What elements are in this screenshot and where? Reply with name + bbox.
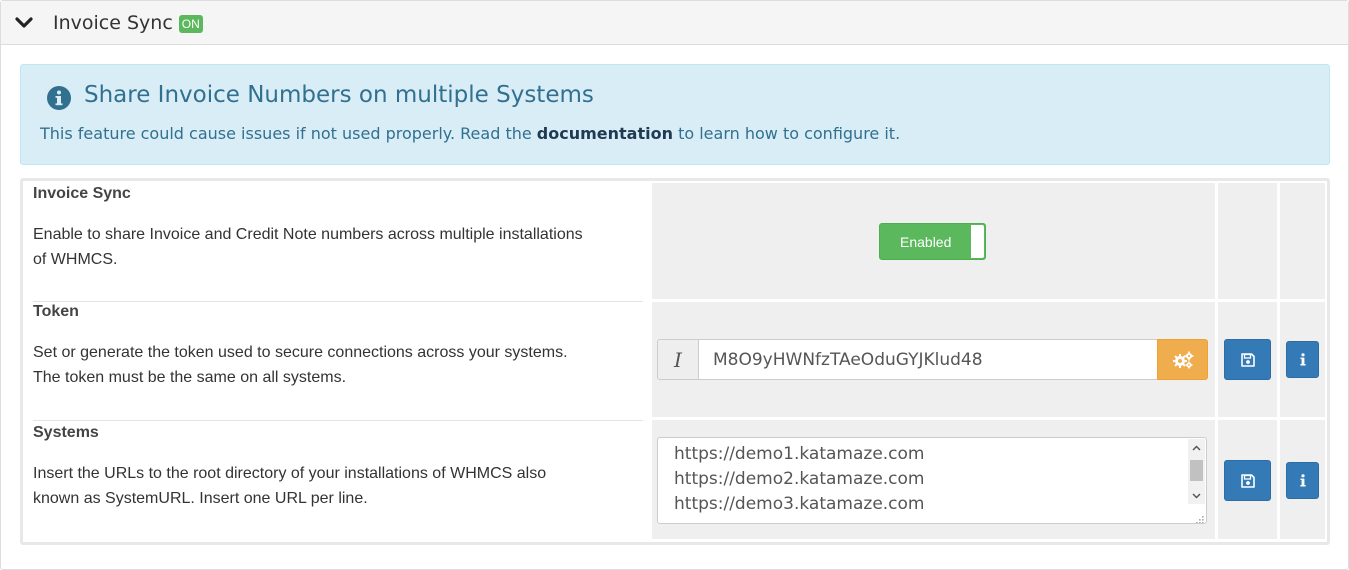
save-systems-button[interactable] [1224, 460, 1271, 501]
floppy-disk-icon [1240, 473, 1255, 488]
scroll-up-icon[interactable] [1188, 439, 1205, 456]
alert-text: This feature could cause issues if not u… [40, 124, 900, 143]
textarea-scrollbar[interactable] [1188, 439, 1205, 504]
systems-info-cell [1280, 420, 1325, 539]
alert-text-before: This feature could cause issues if not u… [40, 124, 537, 143]
info-icon [1299, 474, 1306, 487]
systems-info-button[interactable] [1286, 462, 1319, 499]
generate-token-button[interactable] [1157, 339, 1208, 380]
invoice-sync-info-cell [1280, 183, 1325, 299]
resize-grip-icon[interactable] [1194, 511, 1204, 523]
invoice-sync-control-cell: Enabled [652, 183, 1215, 299]
alert-text-after: to learn how to configure it. [672, 124, 901, 143]
invoice-sync-toggle[interactable]: Enabled [879, 223, 986, 260]
alert-title: Share Invoice Numbers on multiple System… [84, 82, 594, 108]
token-info-button[interactable] [1286, 341, 1319, 378]
toggle-label: Enabled [900, 234, 952, 250]
settings-table: Invoice Sync Enable to share Invoice and… [20, 178, 1330, 545]
token-control-cell: I [652, 302, 1215, 417]
token-text-line1: Set or generate the token used to secure… [33, 344, 568, 361]
panel-header[interactable]: Invoice Sync ON [1, 1, 1348, 45]
system-url-line: https://demo3.katamaze.com [674, 494, 925, 514]
documentation-link[interactable]: documentation [536, 124, 673, 143]
systems-text-line2: known as SystemURL. Insert one URL per l… [33, 490, 368, 507]
systems-save-cell [1218, 420, 1277, 539]
chevron-down-icon[interactable] [13, 12, 35, 34]
invoice-sync-save-cell [1218, 183, 1277, 299]
floppy-disk-icon [1240, 352, 1255, 367]
token-input[interactable] [698, 339, 1158, 380]
invoice-sync-text-line2: of WHMCS. [33, 251, 118, 268]
token-text-line2: The token must be the same on all system… [33, 369, 347, 386]
systems-description: Systems Insert the URLs to the root dire… [33, 424, 643, 539]
systems-url-list: https://demo1.katamaze.com https://demo2… [674, 442, 924, 517]
info-circle-icon [46, 85, 72, 111]
scrollbar-thumb[interactable] [1190, 460, 1203, 481]
systems-title: Systems [33, 424, 99, 441]
info-icon [1299, 353, 1306, 366]
token-save-cell [1218, 302, 1277, 417]
status-badge: ON [178, 14, 203, 33]
systems-textarea[interactable]: https://demo1.katamaze.com https://demo2… [657, 437, 1207, 524]
token-info-cell [1280, 302, 1325, 417]
token-description: Token Set or generate the token used to … [33, 303, 643, 421]
systems-control-cell: https://demo1.katamaze.com https://demo2… [652, 420, 1215, 539]
scroll-down-icon[interactable] [1188, 487, 1205, 504]
save-token-button[interactable] [1224, 339, 1271, 380]
cogs-icon [1172, 351, 1193, 368]
system-url-line: https://demo2.katamaze.com [674, 469, 925, 489]
invoice-sync-description: Invoice Sync Enable to share Invoice and… [33, 185, 643, 302]
token-input-group: I [657, 339, 1208, 380]
system-url-line: https://demo1.katamaze.com [674, 444, 925, 464]
panel-title: Invoice Sync [53, 11, 173, 34]
invoice-sync-text-line1: Enable to share Invoice and Credit Note … [33, 226, 583, 243]
info-alert: Share Invoice Numbers on multiple System… [20, 64, 1330, 165]
invoice-sync-title: Invoice Sync [33, 185, 131, 202]
token-title: Token [33, 303, 79, 320]
toggle-knob[interactable] [971, 225, 984, 258]
italic-i-icon: I [657, 339, 699, 380]
systems-text-line1: Insert the URLs to the root directory of… [33, 465, 547, 482]
